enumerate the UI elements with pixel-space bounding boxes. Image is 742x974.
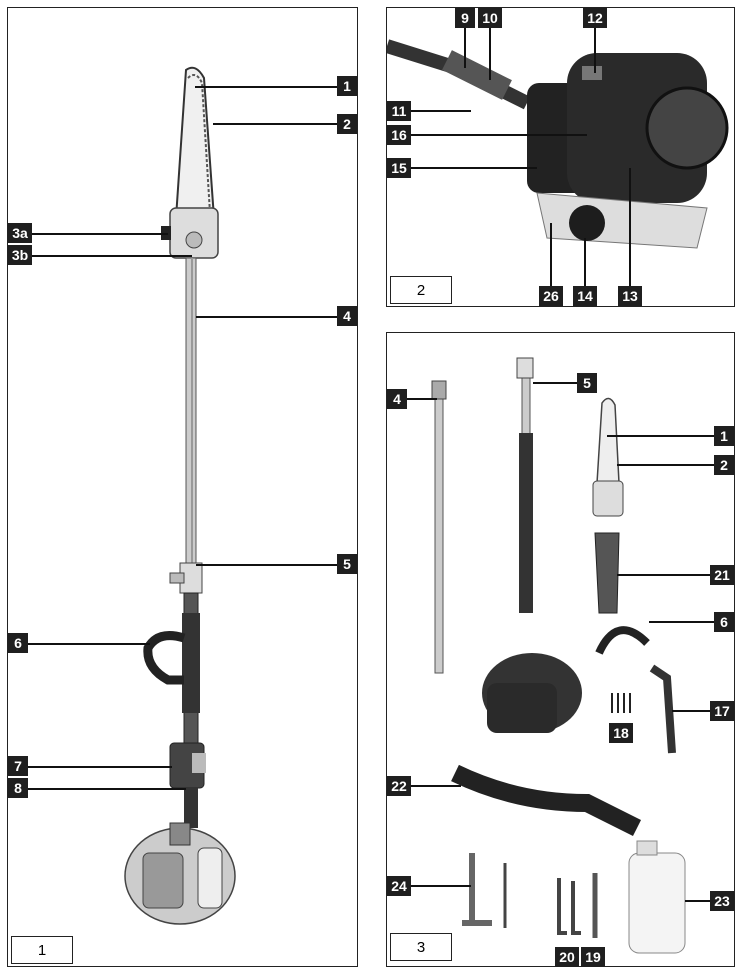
leader-line	[411, 885, 471, 887]
label-26: 26	[539, 286, 563, 306]
label-2: 2	[714, 455, 734, 475]
leader-line	[411, 167, 537, 169]
label-5: 5	[577, 373, 597, 393]
label-12: 12	[583, 8, 607, 28]
label-16: 16	[387, 125, 411, 145]
label-23: 23	[710, 891, 734, 911]
figure-number: 3	[390, 933, 452, 961]
label-7: 7	[8, 756, 28, 776]
leader-line	[533, 382, 577, 384]
leader-line	[196, 564, 337, 566]
leader-line	[464, 28, 466, 68]
label-15: 15	[387, 158, 411, 178]
leader-line	[213, 123, 337, 125]
leader-line	[26, 788, 186, 790]
label-5: 5	[337, 554, 357, 574]
label-3b: 3b	[8, 245, 32, 265]
label-24: 24	[387, 876, 411, 896]
label-18: 18	[609, 723, 633, 743]
leader-line	[672, 710, 710, 712]
figure-number: 1	[11, 936, 73, 964]
leader-line	[411, 134, 587, 136]
figure-1-panel: 1 2 3a 3b 4 5 6 7 8 1	[7, 7, 358, 967]
leader-line	[411, 110, 471, 112]
engine-closeup-illustration	[387, 39, 729, 249]
leader-line	[26, 643, 150, 645]
figure-2-panel: 9 10 12 11 16 15 26 14 13 2	[386, 7, 735, 307]
label-10: 10	[478, 8, 502, 28]
leader-line	[617, 464, 714, 466]
label-8: 8	[8, 778, 28, 798]
leader-line	[30, 233, 168, 235]
leader-line	[685, 900, 710, 902]
label-17: 17	[710, 701, 734, 721]
figure-3-panel: 4 5 1 2 21 6 17 18 22 24 23 20 19 3	[386, 332, 735, 967]
figure-number: 2	[390, 276, 452, 304]
leader-line	[550, 223, 552, 286]
label-13: 13	[618, 286, 642, 306]
pole-saw-illustration	[124, 66, 236, 925]
leader-line	[195, 86, 337, 88]
label-6: 6	[714, 612, 734, 632]
parts-illustration	[431, 357, 686, 954]
label-4: 4	[337, 306, 357, 326]
label-4: 4	[387, 389, 407, 409]
leader-line	[617, 574, 710, 576]
label-19: 19	[581, 947, 605, 967]
label-3a: 3a	[8, 223, 32, 243]
leader-line	[629, 168, 631, 286]
leader-line	[607, 435, 714, 437]
leader-line	[26, 766, 172, 768]
leader-line	[594, 28, 596, 73]
leader-line	[407, 398, 437, 400]
label-6: 6	[8, 633, 28, 653]
label-9: 9	[455, 8, 475, 28]
label-22: 22	[387, 776, 411, 796]
label-1: 1	[337, 76, 357, 96]
leader-line	[411, 785, 461, 787]
label-2: 2	[337, 114, 357, 134]
leader-line	[649, 621, 714, 623]
label-11: 11	[387, 101, 411, 121]
label-20: 20	[555, 947, 579, 967]
label-1: 1	[714, 426, 734, 446]
leader-line	[584, 238, 586, 286]
label-14: 14	[573, 286, 597, 306]
leader-line	[196, 316, 337, 318]
leader-line	[30, 255, 192, 257]
label-21: 21	[710, 565, 734, 585]
leader-line	[489, 28, 491, 80]
